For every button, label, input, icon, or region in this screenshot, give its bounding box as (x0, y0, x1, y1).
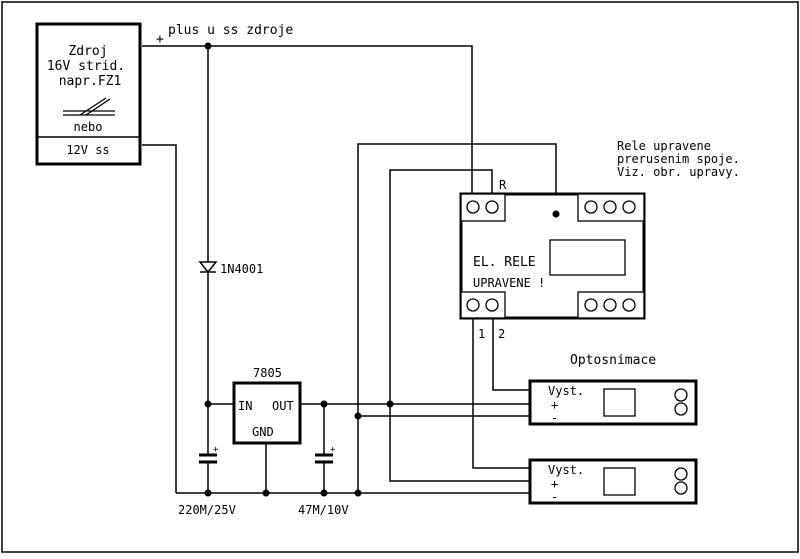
supply-line3: napr.FZ1 (59, 74, 122, 89)
capacitor-2: + (315, 445, 336, 464)
opto-out: Vyst. (548, 384, 584, 398)
opto-window (603, 467, 636, 496)
relay-note: Rele upravene prerusenim spoje. Viz. obr… (617, 139, 740, 179)
wire-pin1-opto2 (472, 306, 530, 469)
switch-icon (63, 97, 115, 116)
opto-window (603, 388, 636, 417)
junction-dot (354, 489, 362, 497)
regulator: 7805 IN OUT GND (232, 366, 302, 445)
note-line3: Viz. obr. upravy. (617, 165, 740, 179)
terminal-screw (485, 298, 499, 312)
terminal-screw (603, 200, 617, 214)
supply-line2: 16V strid. (47, 59, 125, 74)
relay: EL. RELE UPRAVENE ! R 1 2 (459, 178, 646, 341)
opto-plus: + (551, 477, 558, 491)
plus-label: plus u ss zdroje (168, 23, 293, 38)
opto-plus: + (551, 398, 558, 412)
terminal-screw (466, 298, 480, 312)
supply-line1: Zdroj (68, 44, 107, 59)
relay-title2: UPRAVENE ! (473, 276, 545, 290)
opto-lens-top (674, 388, 688, 402)
relay-coil (549, 239, 626, 276)
relay-pin2: 2 (498, 327, 505, 341)
cap1-label: 220M/25V (178, 503, 236, 517)
wire-plus-rail (142, 45, 473, 196)
relay-contact-dot (552, 210, 560, 218)
regulator-gnd: GND (252, 425, 274, 439)
supply-box (35, 22, 142, 166)
regulator-box (232, 381, 302, 445)
capacitor-1: + (199, 445, 219, 464)
wire-relay-contact (357, 143, 557, 493)
relay-title1: EL. RELE (473, 255, 536, 270)
cap2-plus: + (330, 445, 336, 455)
terminal-screw (485, 200, 499, 214)
supply-or: nebo (74, 120, 103, 134)
diode-icon (198, 261, 218, 274)
junction-dot (262, 489, 270, 497)
wire-pin2-opto1 (492, 306, 530, 391)
opto-lens-bottom (674, 402, 688, 416)
cap1-plus: + (213, 445, 219, 455)
regulator-out: OUT (272, 399, 294, 413)
wires (142, 45, 557, 494)
terminal-screw (622, 200, 636, 214)
plus-sign: + (156, 32, 164, 47)
note-line2: prerusenim spoje. (617, 152, 740, 166)
wire-supply-return (142, 144, 177, 493)
opto-title: Optosnimace (570, 353, 656, 368)
note-line1: Rele upravene (617, 139, 711, 153)
diode-label: 1N4001 (220, 262, 263, 276)
junction-dot (386, 400, 394, 408)
junctions (204, 42, 394, 497)
junction-dot (320, 489, 328, 497)
junction-dot (320, 400, 328, 408)
wire-relay-r (389, 169, 493, 404)
supply-alt: 12V ss (66, 143, 109, 157)
opto-lens-bottom (674, 481, 688, 495)
opto-out: Vyst. (548, 463, 584, 477)
opto-minus: - (551, 490, 558, 504)
terminal-screw (603, 298, 617, 312)
opto-lens-top (674, 467, 688, 481)
regulator-name: 7805 (253, 366, 282, 380)
terminal-screw (466, 200, 480, 214)
terminal-screw (584, 298, 598, 312)
junction-dot (354, 412, 362, 420)
wire-opto2-plus (389, 404, 530, 482)
terminal-screw (584, 200, 598, 214)
relay-pin1: 1 (478, 327, 485, 341)
opto-minus: - (551, 411, 558, 425)
opto-sensor-2: Vyst. + - (528, 458, 698, 505)
opto-sensor-1: Vyst. + - (528, 379, 698, 426)
terminal-screw (622, 298, 636, 312)
junction-dot (204, 42, 212, 50)
junction-dot (204, 489, 212, 497)
power-supply: Zdroj 16V strid. napr.FZ1 nebo 12V ss (35, 22, 142, 166)
junction-dot (204, 400, 212, 408)
relay-pin-r: R (499, 178, 507, 192)
cap2-label: 47M/10V (298, 503, 349, 517)
regulator-in: IN (238, 399, 252, 413)
